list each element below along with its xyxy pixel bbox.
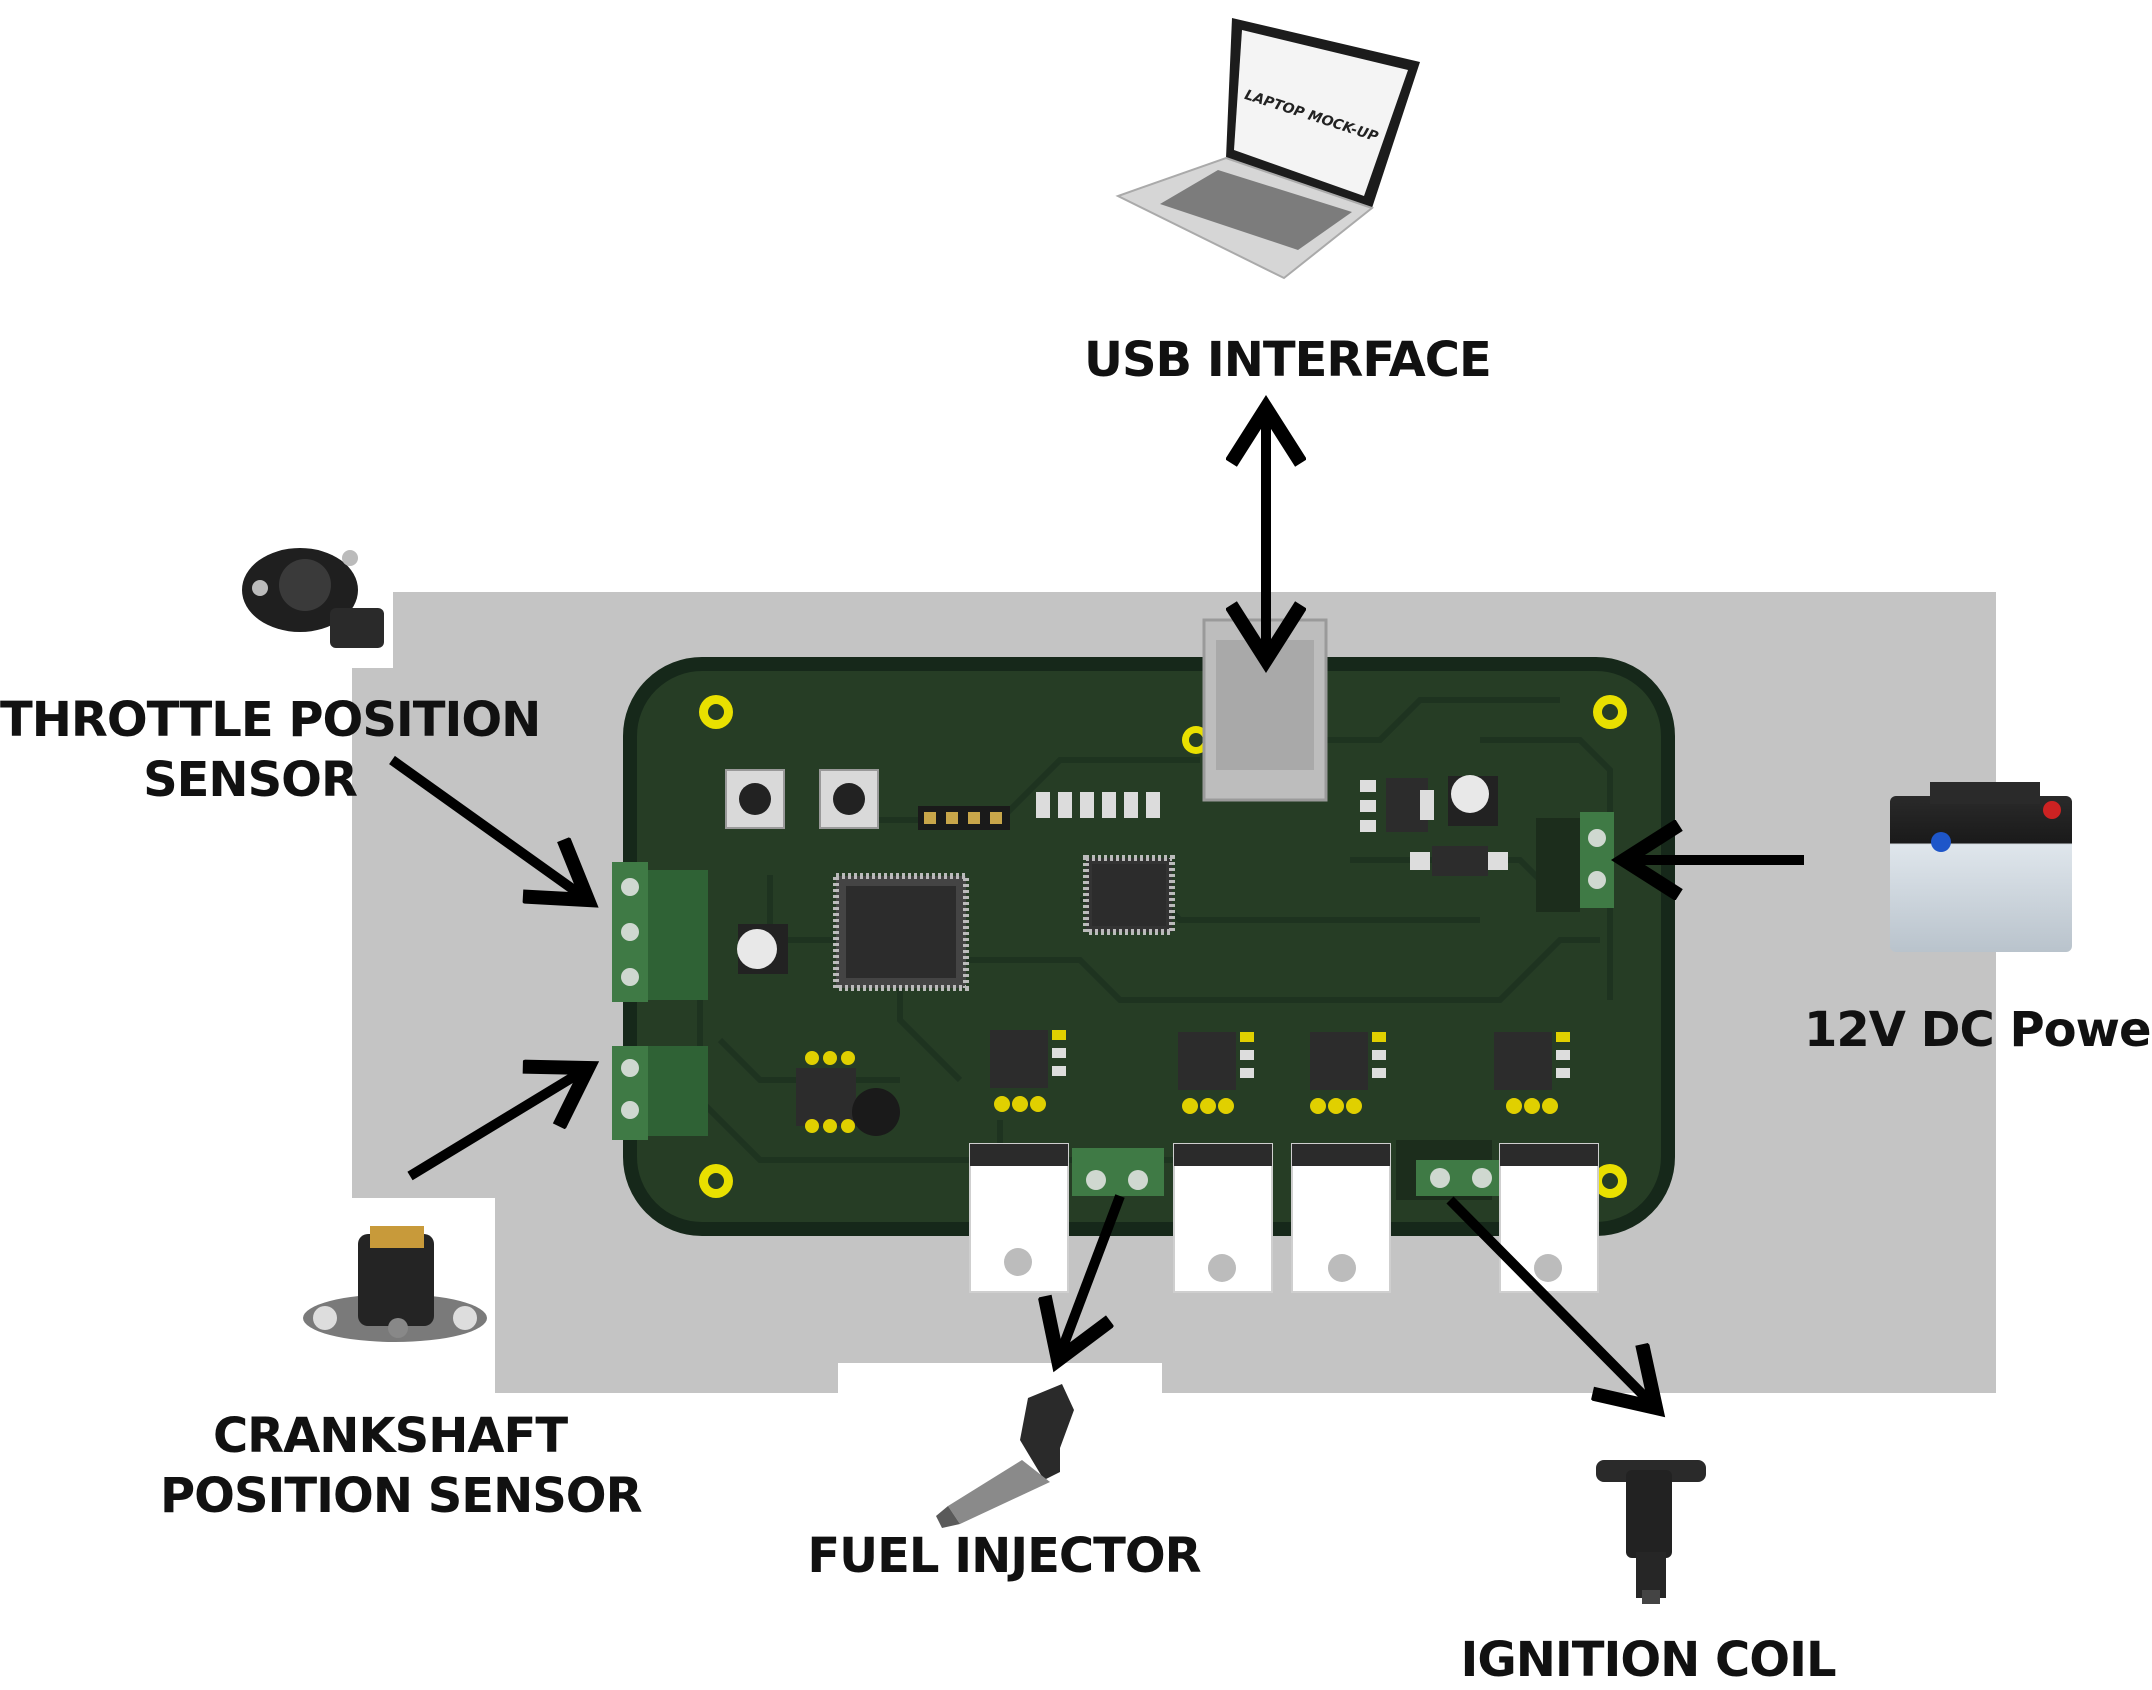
mosfet [1174,1144,1272,1292]
microcontroller-chip [836,876,966,988]
mounting-hole [699,1164,733,1198]
terminal-block-crank [612,1046,708,1140]
label-throttle-line2: SENSOR [100,750,400,810]
terminal-block-injector [1072,1148,1164,1196]
ignition-coil-icon [1596,1460,1706,1604]
capacitor [737,924,788,974]
label-throttle-line1: THROTTLE POSITION [0,690,500,750]
laptop-icon: LAPTOP MOCK-UP [1118,18,1420,278]
label-usb-interface: USB INTERFACE [1084,330,1484,390]
label-crank-line1: CRANKSHAFT [190,1406,590,1466]
mounting-hole [699,695,733,729]
label-ignition-coil: IGNITION COIL [1448,1630,1848,1690]
label-fuel-injector: FUEL INJECTOR [804,1526,1204,1586]
mosfet [1292,1144,1390,1292]
mounting-hole [1593,695,1627,729]
terminal-block-power [1536,812,1614,912]
voltage-regulator [1360,778,1434,832]
fuel-injector-icon [936,1384,1074,1528]
label-crank-line2: POSITION SENSOR [160,1466,620,1526]
battery-icon [1890,782,2072,952]
label-power: 12V DC Power [1804,1000,2152,1060]
mosfet [970,1144,1068,1292]
crankshaft-sensor-icon [303,1226,487,1342]
capacitor [1448,775,1498,826]
throttle-sensor-icon [242,548,384,648]
terminal-block-throttle [612,862,708,1002]
push-button [820,770,878,828]
pin-header [918,806,1010,830]
usb-chip [1086,858,1172,932]
terminal-block-ignition [1396,1140,1506,1200]
push-button [726,770,784,828]
